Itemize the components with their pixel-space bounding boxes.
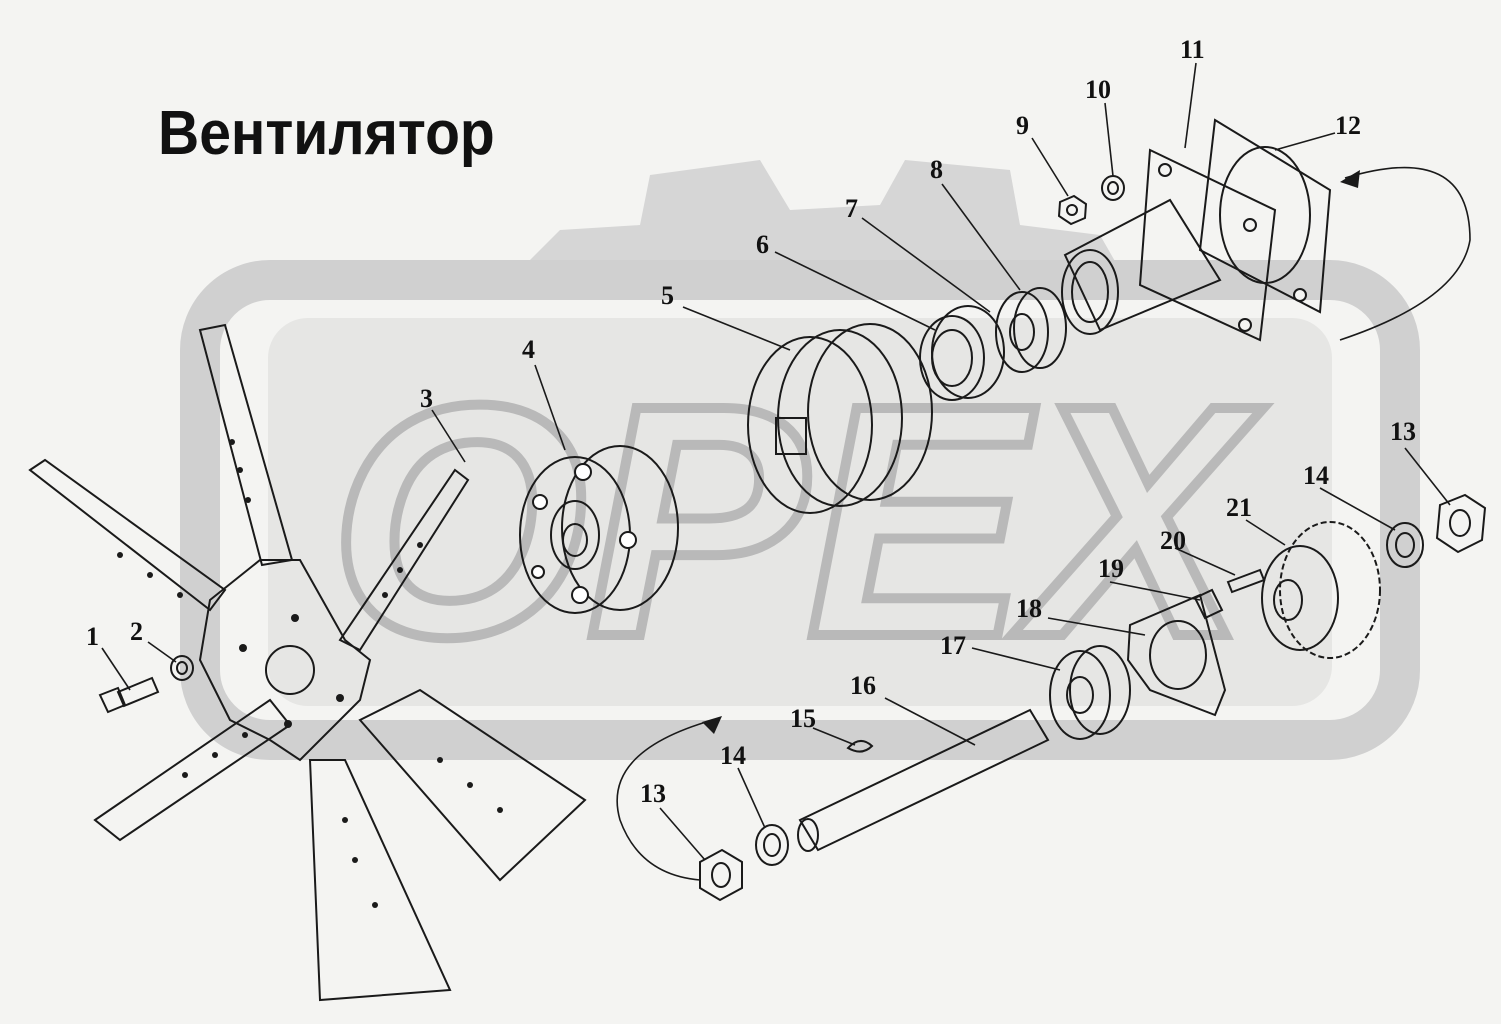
seal-part-6 [919, 305, 1005, 401]
part-label-8: 8 [930, 155, 943, 184]
fan-part-3 [28, 323, 587, 1002]
part-label-16: 16 [850, 671, 876, 700]
key-part-15 [846, 740, 874, 753]
watermark-frame [180, 260, 1420, 760]
nut-part-9 [1057, 194, 1088, 226]
gear-part-21 [1261, 521, 1381, 659]
nut-part-13-left [699, 848, 743, 902]
part-label-13-left: 13 [640, 779, 666, 808]
part-label-10: 10 [1085, 75, 1111, 104]
part-label-19: 19 [1098, 554, 1124, 583]
part-label-9: 9 [1016, 111, 1029, 140]
pulley-part-5 [747, 323, 933, 514]
part-label-1: 1 [86, 622, 99, 651]
watermark-text: OPEX [330, 336, 1264, 705]
watermark: OPEX [180, 160, 1420, 760]
part-labels: 1 2 3 4 5 6 7 8 9 10 11 12 13 14 13 14 1… [86, 35, 1416, 808]
housing-part-11 [1061, 148, 1307, 342]
part-label-3: 3 [420, 384, 433, 413]
part-label-7: 7 [845, 194, 858, 223]
part-label-14-left: 14 [720, 741, 746, 770]
part-label-17: 17 [940, 631, 966, 660]
washer-part-2 [170, 655, 194, 681]
part-label-14-right: 14 [1303, 461, 1329, 490]
part-label-2: 2 [130, 617, 143, 646]
part-label-4: 4 [522, 335, 535, 364]
lock-plate-part-19 [1193, 588, 1224, 620]
lock-washer-part-14-left [755, 824, 789, 866]
hub-part-4 [519, 445, 679, 614]
watermark-gear-icon [520, 160, 1120, 270]
part-label-11: 11 [1180, 35, 1205, 64]
cover-part-18 [1126, 593, 1227, 717]
part-label-15: 15 [790, 704, 816, 733]
bolt-part-1 [98, 676, 160, 714]
nut-part-13-right [1435, 493, 1487, 554]
part-label-5: 5 [661, 281, 674, 310]
washer-part-10 [1101, 175, 1125, 201]
shaft-part-16 [797, 708, 1050, 852]
part-label-6: 6 [756, 230, 769, 259]
gasket-part-12 [1198, 118, 1332, 314]
part-label-20: 20 [1160, 526, 1186, 555]
bolt-part-20 [1226, 568, 1266, 594]
part-label-21: 21 [1226, 493, 1252, 522]
lock-washer-part-14-right [1386, 522, 1424, 568]
page-title: Вентилятор [158, 99, 495, 168]
part-label-12: 12 [1335, 111, 1361, 140]
assembly-arrows [616, 166, 1471, 881]
part-label-13-right: 13 [1390, 417, 1416, 446]
bearing-part-8 [995, 287, 1067, 373]
bearing-part-17 [1049, 645, 1131, 740]
leader-lines [101, 62, 1451, 861]
part-label-18: 18 [1016, 594, 1042, 623]
